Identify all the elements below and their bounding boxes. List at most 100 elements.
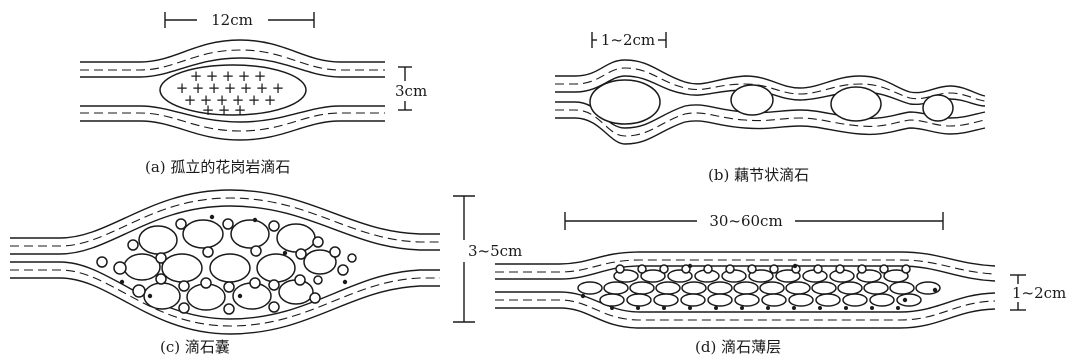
layer-pebble bbox=[836, 265, 844, 273]
pocket-clast bbox=[139, 226, 177, 254]
layer-clast bbox=[600, 294, 624, 306]
dropstone-segment-3 bbox=[831, 87, 881, 121]
pocket-pebble bbox=[314, 276, 322, 284]
pocket-pebble bbox=[338, 265, 348, 275]
layer-pebble bbox=[616, 265, 624, 273]
layer-grain bbox=[844, 306, 848, 310]
pocket-pebble bbox=[330, 247, 340, 257]
granite-plus-mark: + bbox=[184, 91, 197, 109]
pocket-grain bbox=[210, 215, 214, 219]
pocket-pebble bbox=[201, 278, 211, 288]
layer-clast bbox=[654, 294, 678, 306]
layer-clast bbox=[762, 294, 786, 306]
pocket-pebble bbox=[269, 221, 279, 231]
dropstone-segment-1 bbox=[590, 80, 660, 124]
layer-clast bbox=[682, 282, 706, 294]
panel-d-caption: (d) 滴石薄层 bbox=[695, 338, 781, 356]
layer-clast bbox=[722, 270, 746, 282]
layer-clast bbox=[656, 282, 680, 294]
layer-pebble bbox=[660, 265, 668, 273]
layer-clast bbox=[760, 282, 784, 294]
pocket-pebble bbox=[269, 280, 279, 290]
layer-clast bbox=[789, 294, 813, 306]
panel-d-width-label: 30~60cm bbox=[709, 212, 782, 230]
panel-c: 3~5cm (c) 滴石囊 bbox=[10, 190, 522, 356]
layer-grain bbox=[688, 264, 692, 268]
pocket-clast bbox=[124, 254, 160, 280]
layer-grain bbox=[636, 306, 640, 310]
layer-grain bbox=[896, 306, 900, 310]
pocket-grain bbox=[343, 280, 347, 284]
layer-clast bbox=[870, 294, 894, 306]
layer-clast bbox=[838, 282, 862, 294]
pocket-pebble bbox=[310, 293, 320, 303]
pocket-pebble bbox=[223, 219, 233, 229]
pocket-grain bbox=[238, 294, 242, 298]
pocket-clast bbox=[210, 254, 250, 282]
pocket-pebble bbox=[179, 281, 189, 291]
pocket-pebble bbox=[203, 247, 213, 257]
panel-d-width-dimension: 30~60cm bbox=[565, 212, 943, 230]
pocket-pebble bbox=[251, 246, 261, 256]
pocket-pebble bbox=[224, 304, 234, 314]
layer-clast bbox=[735, 294, 759, 306]
layer-pebble bbox=[814, 265, 822, 273]
layer-clast bbox=[708, 282, 732, 294]
pocket-pebble bbox=[156, 253, 166, 263]
dropstone-segment-4 bbox=[923, 95, 953, 121]
layer-grain bbox=[610, 306, 614, 310]
pocket-pebble bbox=[97, 257, 107, 267]
layer-grain bbox=[688, 306, 692, 310]
layer-pebble bbox=[770, 265, 778, 273]
panel-c-caption: (c) 滴石囊 bbox=[160, 338, 230, 356]
pocket-pebble bbox=[114, 262, 126, 274]
layer-grain bbox=[662, 306, 666, 310]
pocket-clast bbox=[277, 224, 315, 252]
pocket-grain bbox=[120, 280, 124, 284]
pocket-clast bbox=[162, 254, 202, 282]
layer-clast bbox=[843, 294, 867, 306]
layer-clast bbox=[681, 294, 705, 306]
layer-grain bbox=[714, 306, 718, 310]
panel-b-width-dimension: 1~2cm bbox=[592, 31, 666, 49]
pocket-pebble bbox=[128, 240, 138, 250]
pocket-pebble bbox=[269, 302, 279, 312]
granite-plus-mark: + bbox=[234, 101, 247, 119]
pocket-clast bbox=[257, 254, 295, 282]
panel-d-thickness-dimension: 1~2cm bbox=[1010, 275, 1066, 310]
panel-b: 1~2cm (b) 藕节状滴石 bbox=[555, 31, 985, 184]
layer-clast bbox=[627, 294, 651, 306]
layer-clast bbox=[708, 294, 732, 306]
panel-a-width-dimension: 12cm bbox=[165, 11, 314, 29]
layer-clast bbox=[734, 282, 758, 294]
layer-pebble bbox=[704, 265, 712, 273]
dropstone-thin-layer bbox=[578, 264, 940, 310]
pocket-clast bbox=[231, 220, 269, 248]
layer-clast bbox=[916, 282, 940, 294]
layer-grain bbox=[766, 306, 770, 310]
layer-clast bbox=[578, 282, 602, 294]
layer-pebble bbox=[638, 265, 646, 273]
pocket-pebble bbox=[296, 249, 306, 259]
layer-grain bbox=[793, 264, 797, 268]
granite-plus-mark: + bbox=[264, 91, 277, 109]
pocket-pebble bbox=[133, 285, 145, 297]
pocket-pebble bbox=[295, 275, 305, 285]
layer-grain bbox=[903, 298, 907, 302]
layer-clast bbox=[604, 282, 628, 294]
layer-clast bbox=[812, 282, 836, 294]
layer-pebble bbox=[902, 265, 910, 273]
dropstone-segment-2 bbox=[731, 85, 773, 115]
granite-plus-mark: + bbox=[202, 101, 215, 119]
granite-plus-mark: + bbox=[248, 91, 261, 109]
panel-a-thickness-dimension: 3cm bbox=[395, 67, 427, 110]
panel-d-thickness-label: 1~2cm bbox=[1012, 284, 1066, 302]
pocket-pebble bbox=[224, 282, 234, 292]
pocket-grain bbox=[283, 251, 287, 255]
pocket-pebble bbox=[176, 219, 186, 229]
layer-grain bbox=[792, 306, 796, 310]
layer-grain bbox=[818, 306, 822, 310]
layer-grain bbox=[740, 306, 744, 310]
